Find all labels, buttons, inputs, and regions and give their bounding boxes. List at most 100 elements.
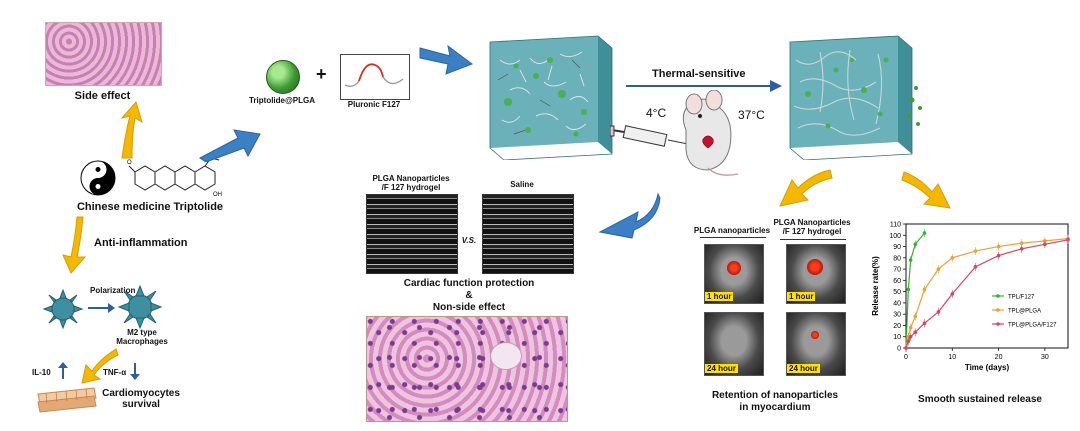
yin-yang-icon (80, 160, 116, 196)
data-point (913, 314, 918, 319)
x-axis-label: Time (days) (965, 363, 1010, 372)
cardiac-line2: & (465, 290, 473, 301)
retention-label: Retention of nanoparticles in myocardium (690, 390, 860, 414)
syringe-icon (610, 125, 689, 147)
plga-np-hydrogel-line2: /F 127 hydrogel (782, 227, 842, 236)
y-tick-label: 100 (889, 233, 901, 240)
legend-marker-2 (996, 322, 1000, 326)
vs-label: V.S. (461, 236, 477, 245)
temp-37c-label: 37°C (738, 108, 765, 122)
temp-4c-label: 4°C (646, 106, 667, 120)
y-tick-label: 90 (893, 244, 901, 251)
m2-label-line1: M2 type (127, 328, 157, 337)
data-point (936, 267, 941, 271)
arrow-to-release (901, 171, 951, 209)
hour24-badge-np: 24 hour (705, 364, 738, 373)
x-tick-label: 10 (948, 354, 956, 361)
data-point (908, 258, 913, 262)
svg-text:O: O (127, 160, 132, 166)
data-point (913, 330, 918, 335)
data-point (913, 242, 918, 247)
series-line-1 (905, 238, 1069, 349)
echo-image-hydrogel (366, 194, 458, 274)
y-tick-label: 50 (893, 289, 901, 296)
heart-signal-icon (811, 331, 819, 339)
echo-image-saline (482, 194, 574, 274)
macrophage-icon (42, 288, 84, 330)
m2-macrophages-label: M2 type Macrophages (112, 328, 172, 346)
saline-label: Saline (510, 180, 534, 189)
chinese-medicine-label: Chinese medicine Triptolide (76, 201, 224, 213)
down-arrow-icon (130, 363, 140, 380)
y-axis-label: Release rate(%) (871, 256, 880, 316)
legend-marker-0 (996, 294, 1000, 298)
plga-np-hydrogel-line1: PLGA Nanoparticles (773, 218, 851, 227)
anti-inflammation-label: Anti-inflammation (94, 237, 188, 249)
vessel-icon (490, 342, 522, 370)
cardiomyocytes-label: Cardiomyocytes survival (96, 388, 186, 410)
retention-line1: Retention of nanoparticles (711, 390, 839, 401)
data-point (996, 244, 1001, 249)
underline-plga-np-hydrogel (780, 239, 846, 240)
arrow-to-gel-cold (419, 44, 474, 75)
data-point (906, 287, 911, 292)
cardio-label-line1: Cardiomyocytes (102, 388, 180, 399)
data-point (922, 287, 927, 292)
arrow-to-cardiac (598, 192, 661, 239)
thermal-arrow (626, 80, 782, 92)
data-point (1066, 237, 1070, 242)
arrow-to-retention (779, 169, 833, 207)
hydrogel-cube-cold (480, 30, 620, 161)
svg-text:OH: OH (213, 192, 222, 198)
y-tick-label: 110 (890, 222, 901, 229)
arrow-to-formulation (199, 129, 261, 162)
polymer-chain-icon (344, 63, 404, 88)
thermal-sensitive-label: Thermal-sensitive (652, 68, 746, 80)
data-point (973, 249, 978, 253)
m2-macrophage-icon (118, 285, 162, 329)
y-tick-label: 30 (893, 312, 901, 319)
data-point (922, 231, 927, 235)
pluronic-f127-label: Pluronic F127 (347, 100, 401, 109)
smooth-release-label: Smooth sustained release (918, 394, 1042, 405)
m2-label-line2: Macrophages (116, 337, 168, 346)
arrow-up-to-side-effect (120, 100, 143, 159)
plga-nanoparticle-icon (266, 60, 300, 94)
legend-label-0: TPL/F127 (1008, 295, 1035, 301)
plga-hydrogel-echo-label: PLGA Nanoparticles /F 127 hydrogel (366, 174, 456, 192)
y-tick-label: 40 (893, 300, 901, 307)
il10-label: IL-10 (32, 368, 51, 377)
plga-nanoparticles-label: PLGA nanoparticles (693, 226, 771, 235)
data-point (922, 321, 927, 325)
data-point (950, 256, 955, 260)
x-tick-label: 20 (995, 354, 1003, 361)
plga-np-hydrogel-label: PLGA Nanoparticles /F 127 hydrogel (772, 218, 852, 236)
data-point (950, 292, 955, 296)
y-tick-label: 10 (893, 334, 901, 341)
y-tick-label: 70 (893, 267, 901, 274)
cardio-label-line2: survival (122, 399, 160, 410)
side-effect-histology-image (45, 22, 162, 86)
arrow-down-to-anti-inflammation (62, 216, 87, 274)
data-point (996, 253, 1001, 258)
up-arrow-icon (58, 362, 68, 379)
arrow-down-to-cardiomyocytes (81, 348, 119, 384)
mouse-icon (682, 90, 739, 176)
data-point (908, 325, 913, 330)
cardiac-line3: Non-side effect (432, 302, 506, 313)
pluronic-f127-box (340, 54, 410, 100)
legend-label-1: TPL@PLGA (1008, 309, 1041, 315)
cardiac-histology-image (366, 316, 568, 422)
imaging-hydrogel-1h: 1 hour (786, 244, 846, 304)
polarization-arrow (88, 303, 115, 313)
cardiac-line1: Cardiac function protection (403, 278, 535, 289)
imaging-hydrogel-24h: 24 hour (786, 312, 846, 376)
x-tick-label: 30 (1041, 354, 1049, 361)
data-point (1019, 241, 1024, 245)
plus-sign: + (316, 64, 327, 84)
data-point (1043, 242, 1047, 247)
imaging-np-1h: 1 hour (704, 244, 764, 304)
hour1-badge-hydrogel: 1 hour (787, 292, 816, 301)
plga-hydrogel-echo-line1: PLGA Nanoparticles (372, 174, 450, 183)
